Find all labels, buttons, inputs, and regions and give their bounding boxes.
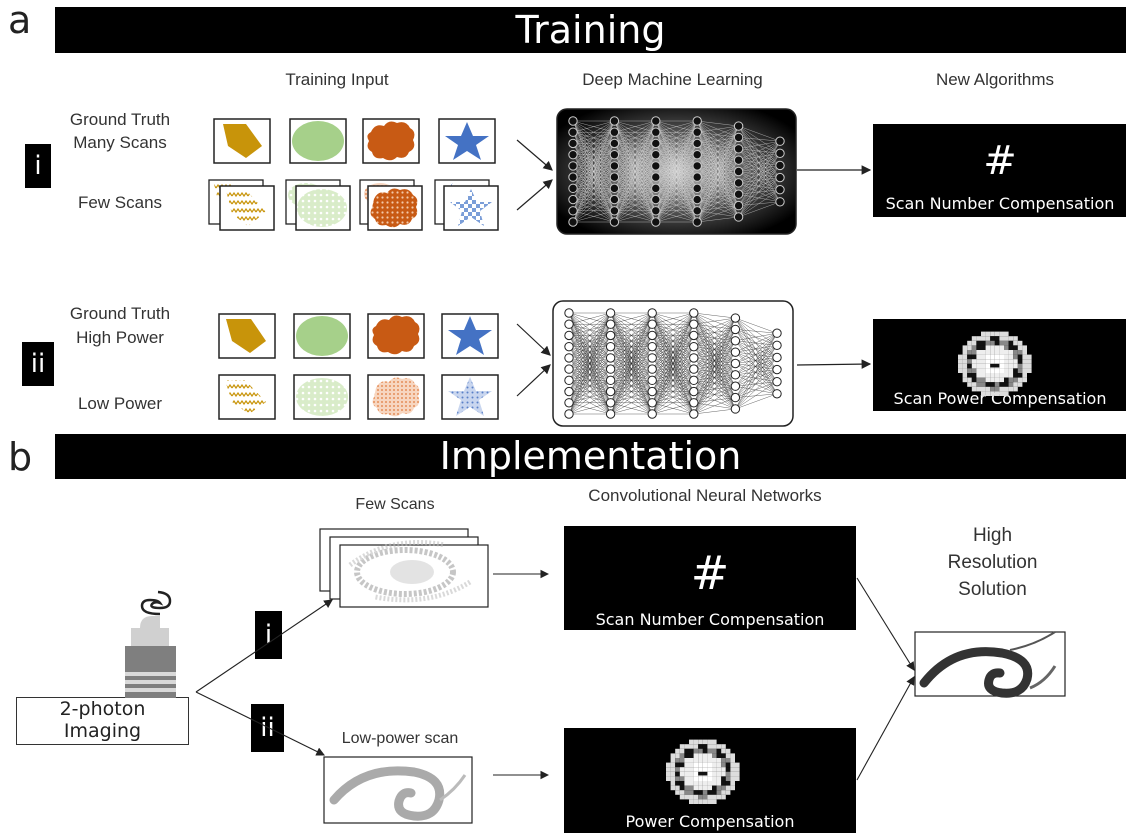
cnn-hash-symbol: # [690, 546, 730, 600]
result-label-line1: High [972, 525, 1013, 546]
imaging-label-line2: Imaging [63, 720, 142, 742]
pixel-ring-icon-b [666, 739, 740, 804]
deep-learning-header: Deep Machine Learning [582, 70, 763, 89]
ground-truth-label-i-1: Ground Truth [69, 110, 171, 129]
hash-symbol: # [983, 138, 1017, 184]
few-scans-thumbnails [208, 179, 499, 231]
low-power-thumbnails [218, 374, 499, 420]
scan-number-cnn-box: # Scan Number Compensation [564, 526, 856, 630]
pixel-ring-icon-a [958, 331, 1032, 396]
new-algorithms-header: New Algorithms [935, 70, 1055, 89]
result-label-line3: Solution [958, 579, 1027, 600]
cnn-header: Convolutional Neural Networks [588, 486, 822, 505]
microscope-icon [125, 590, 176, 698]
low-power-scan-image [323, 756, 473, 824]
ellipse-shape-i [292, 121, 344, 161]
ground-truth-label-ii-1: Ground Truth [69, 304, 171, 323]
roman-ii-implementation-badge: ii [251, 704, 284, 752]
roman-i-badge: i [25, 144, 51, 188]
training-banner: Training [55, 7, 1126, 53]
scan-number-compensation-box: # Scan Number Compensation [873, 124, 1126, 217]
imaging-label-line1: 2-photon [59, 698, 146, 720]
ground-truth-thumbnails-ii [218, 313, 499, 359]
low-power-label: Low Power [77, 394, 163, 413]
cnn-scan-number-label: Scan Number Compensation [595, 610, 825, 629]
scan-number-compensation-label: Scan Number Compensation [885, 194, 1115, 213]
scan-power-compensation-label: Scan Power Compensation [893, 389, 1107, 408]
training-input-header: Training Input [285, 70, 389, 89]
result-label-line2: Resolution [947, 552, 1038, 573]
few-scans-implementation-label: Few Scans [355, 496, 435, 513]
roman-i-implementation-badge: i [255, 611, 282, 659]
panel-a-letter: a [8, 0, 32, 42]
ground-truth-label-ii-2: High Power [76, 328, 164, 347]
cloud-shape-i [367, 121, 415, 161]
neural-network-i [556, 108, 797, 235]
input-arrows [516, 139, 872, 397]
panel-b-letter: b [8, 435, 33, 479]
low-power-scan-label: Low-power scan [341, 730, 459, 747]
implementation-banner: Implementation [55, 434, 1126, 479]
two-photon-imaging-box: 2-photon Imaging [16, 697, 189, 745]
ground-truth-thumbnails-i [213, 118, 496, 164]
few-scans-label: Few Scans [77, 193, 163, 212]
ground-truth-label-i-2: Many Scans [73, 133, 167, 152]
star-shape-i [445, 122, 489, 160]
few-scans-stack [319, 528, 489, 608]
pentagon-shape-i [223, 124, 262, 158]
cnn-power-compensation-label: Power Compensation [625, 812, 795, 831]
roman-ii-badge: ii [22, 342, 54, 386]
neural-network-ii [552, 300, 794, 427]
high-resolution-image [914, 631, 1066, 698]
branch-lines [195, 569, 915, 781]
